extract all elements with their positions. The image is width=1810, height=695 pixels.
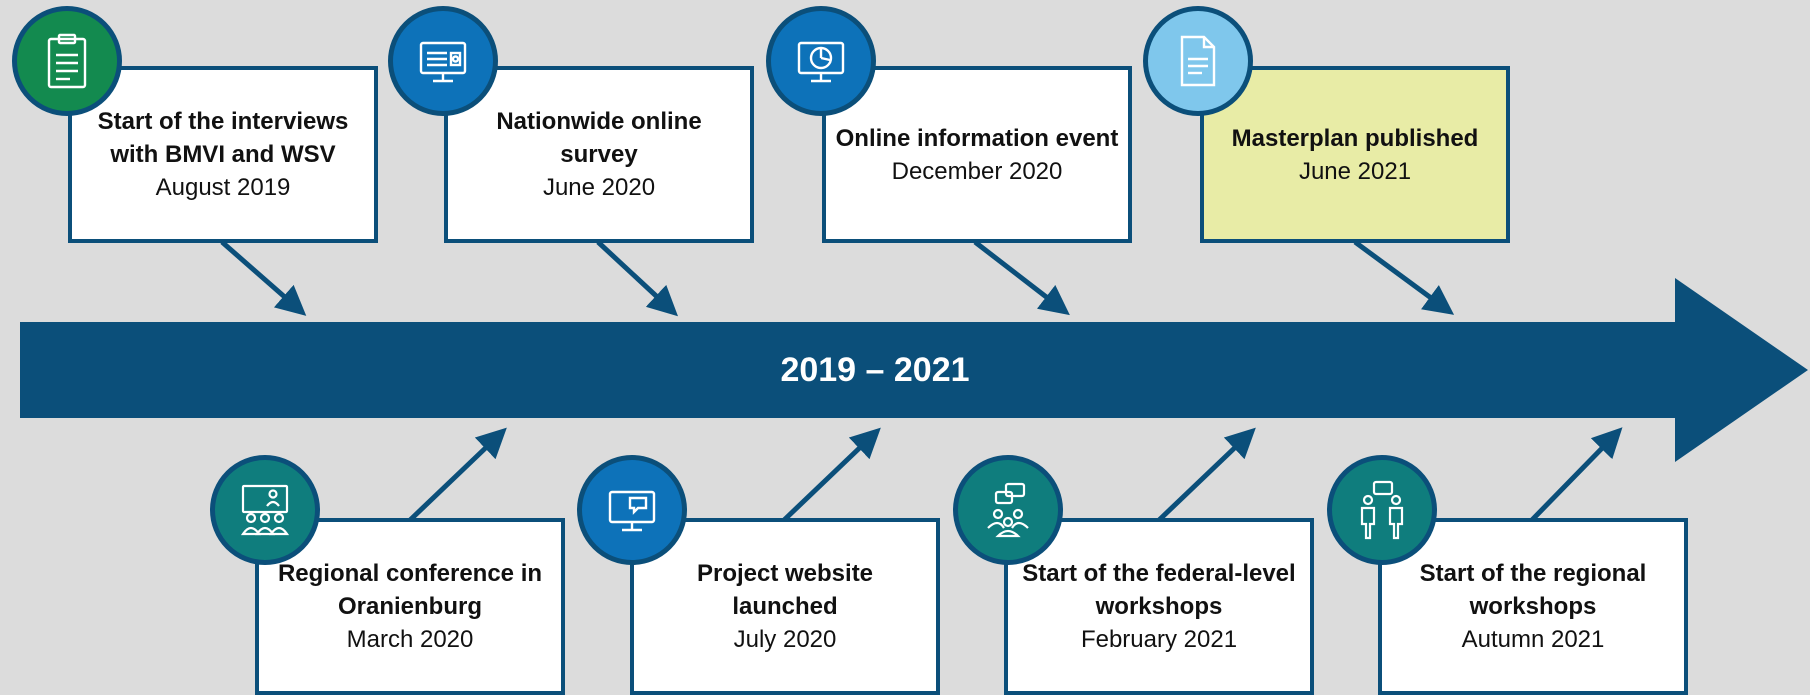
- milestone-title: Masterplan published: [1231, 124, 1479, 152]
- milestone-box-info-event: Online information event December 2020: [822, 66, 1132, 243]
- clipboard-icon: [12, 6, 122, 116]
- milestone-title: Project website launched: [696, 560, 874, 620]
- milestone-date: July 2020: [733, 626, 837, 653]
- connector-arrow: [1353, 239, 1455, 315]
- conference-icon: [210, 455, 320, 565]
- connector-arrow: [780, 427, 881, 524]
- milestone-date: December 2020: [891, 157, 1063, 185]
- milestone-date: March 2020: [346, 626, 474, 653]
- milestone-date: Autumn 2021: [1461, 626, 1605, 653]
- milestone-title: Start of the federal-level workshops: [1022, 560, 1296, 620]
- milestone-title: Online information event: [835, 124, 1119, 152]
- milestone-title: Start of the regional workshops: [1419, 560, 1647, 620]
- milestone-date: June 2021: [1298, 157, 1412, 185]
- milestone-date: June 2020: [542, 174, 656, 201]
- milestone-date: August 2019: [155, 174, 291, 201]
- timeline-banner-arrow: [20, 278, 1808, 462]
- connector-arrow: [220, 240, 307, 316]
- connector-arrow: [406, 427, 507, 524]
- milestone-box-masterplan: Masterplan published June 2021: [1200, 66, 1510, 243]
- milestone-box-interviews: Start of the interviews with BMVI and WS…: [68, 66, 378, 243]
- connector-arrow: [596, 240, 678, 317]
- connector-arrow: [1528, 427, 1623, 524]
- milestone-title: Start of the interviews with BMVI and WS…: [97, 108, 349, 168]
- milestone-title: Nationwide online survey: [496, 108, 702, 168]
- milestone-box-project-website: Project website launched July 2020: [630, 518, 940, 695]
- document-icon: [1143, 6, 1253, 116]
- connector-arrow: [973, 240, 1070, 316]
- milestone-box-federal-workshops: Start of the federal-level workshops Feb…: [1004, 518, 1314, 695]
- milestone-box-regional-workshops: Start of the regional workshops Autumn 2…: [1378, 518, 1688, 695]
- two-people-talking-icon: [1327, 455, 1437, 565]
- milestone-title: Regional conference in Oranienburg: [277, 560, 543, 620]
- monitor-chart-icon: [766, 6, 876, 116]
- milestone-box-online-survey: Nationwide online survey June 2020: [444, 66, 754, 243]
- website-monitor-icon: [577, 455, 687, 565]
- connector-arrow: [1155, 427, 1256, 524]
- group-discussion-icon: [953, 455, 1063, 565]
- survey-screen-icon: [388, 6, 498, 116]
- milestone-box-regional-conference: Regional conference in Oranienburg March…: [255, 518, 565, 695]
- milestone-date: February 2021: [1080, 626, 1238, 653]
